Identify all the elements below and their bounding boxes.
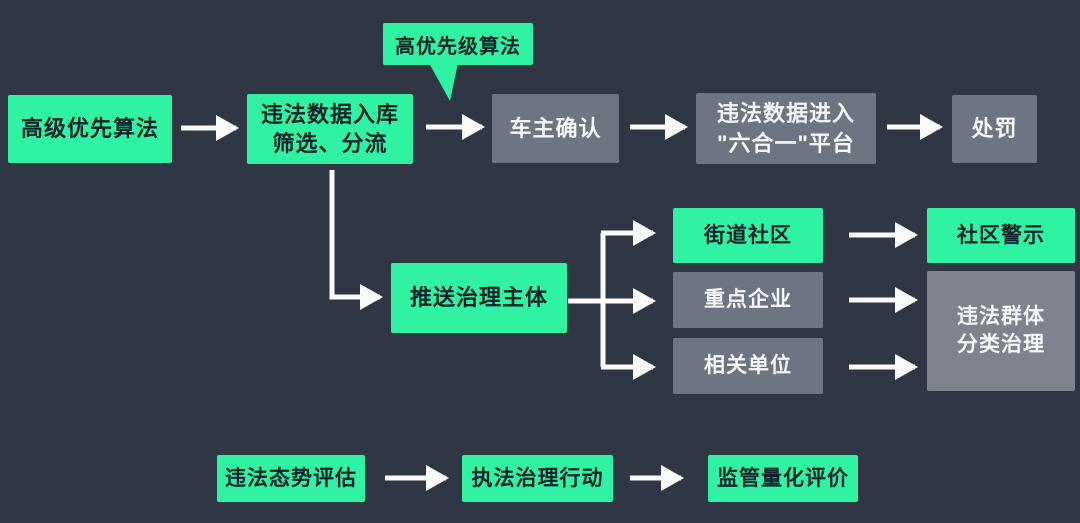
node-enforcement-action: 执法治理行动 (462, 455, 613, 502)
node-data-intake: 违法数据入库 筛选、分流 (247, 94, 413, 164)
node-community-warning: 社区警示 (927, 208, 1075, 263)
callout-high-priority-algorithm: 高优先级算法 (383, 23, 533, 65)
node-situation-assessment: 违法态势评估 (217, 455, 365, 502)
node-platform-entry: 违法数据进入 "六合一"平台 (696, 93, 876, 164)
node-quantitative-evaluation: 监管量化评价 (708, 455, 858, 502)
callout-tail (429, 63, 458, 101)
arrow-intake-to-push (329, 170, 383, 310)
node-punishment: 处罚 (952, 95, 1037, 163)
node-priority-algorithm: 高级优先算法 (8, 95, 172, 163)
node-street-community: 街道社区 (673, 208, 823, 263)
node-group-classified-governance: 违法群体 分类治理 (927, 271, 1075, 391)
node-key-enterprises: 重点企业 (673, 272, 823, 328)
node-owner-confirm: 车主确认 (492, 94, 619, 163)
node-push-governance: 推送治理主体 (391, 263, 567, 333)
node-related-units: 相关单位 (673, 338, 823, 394)
